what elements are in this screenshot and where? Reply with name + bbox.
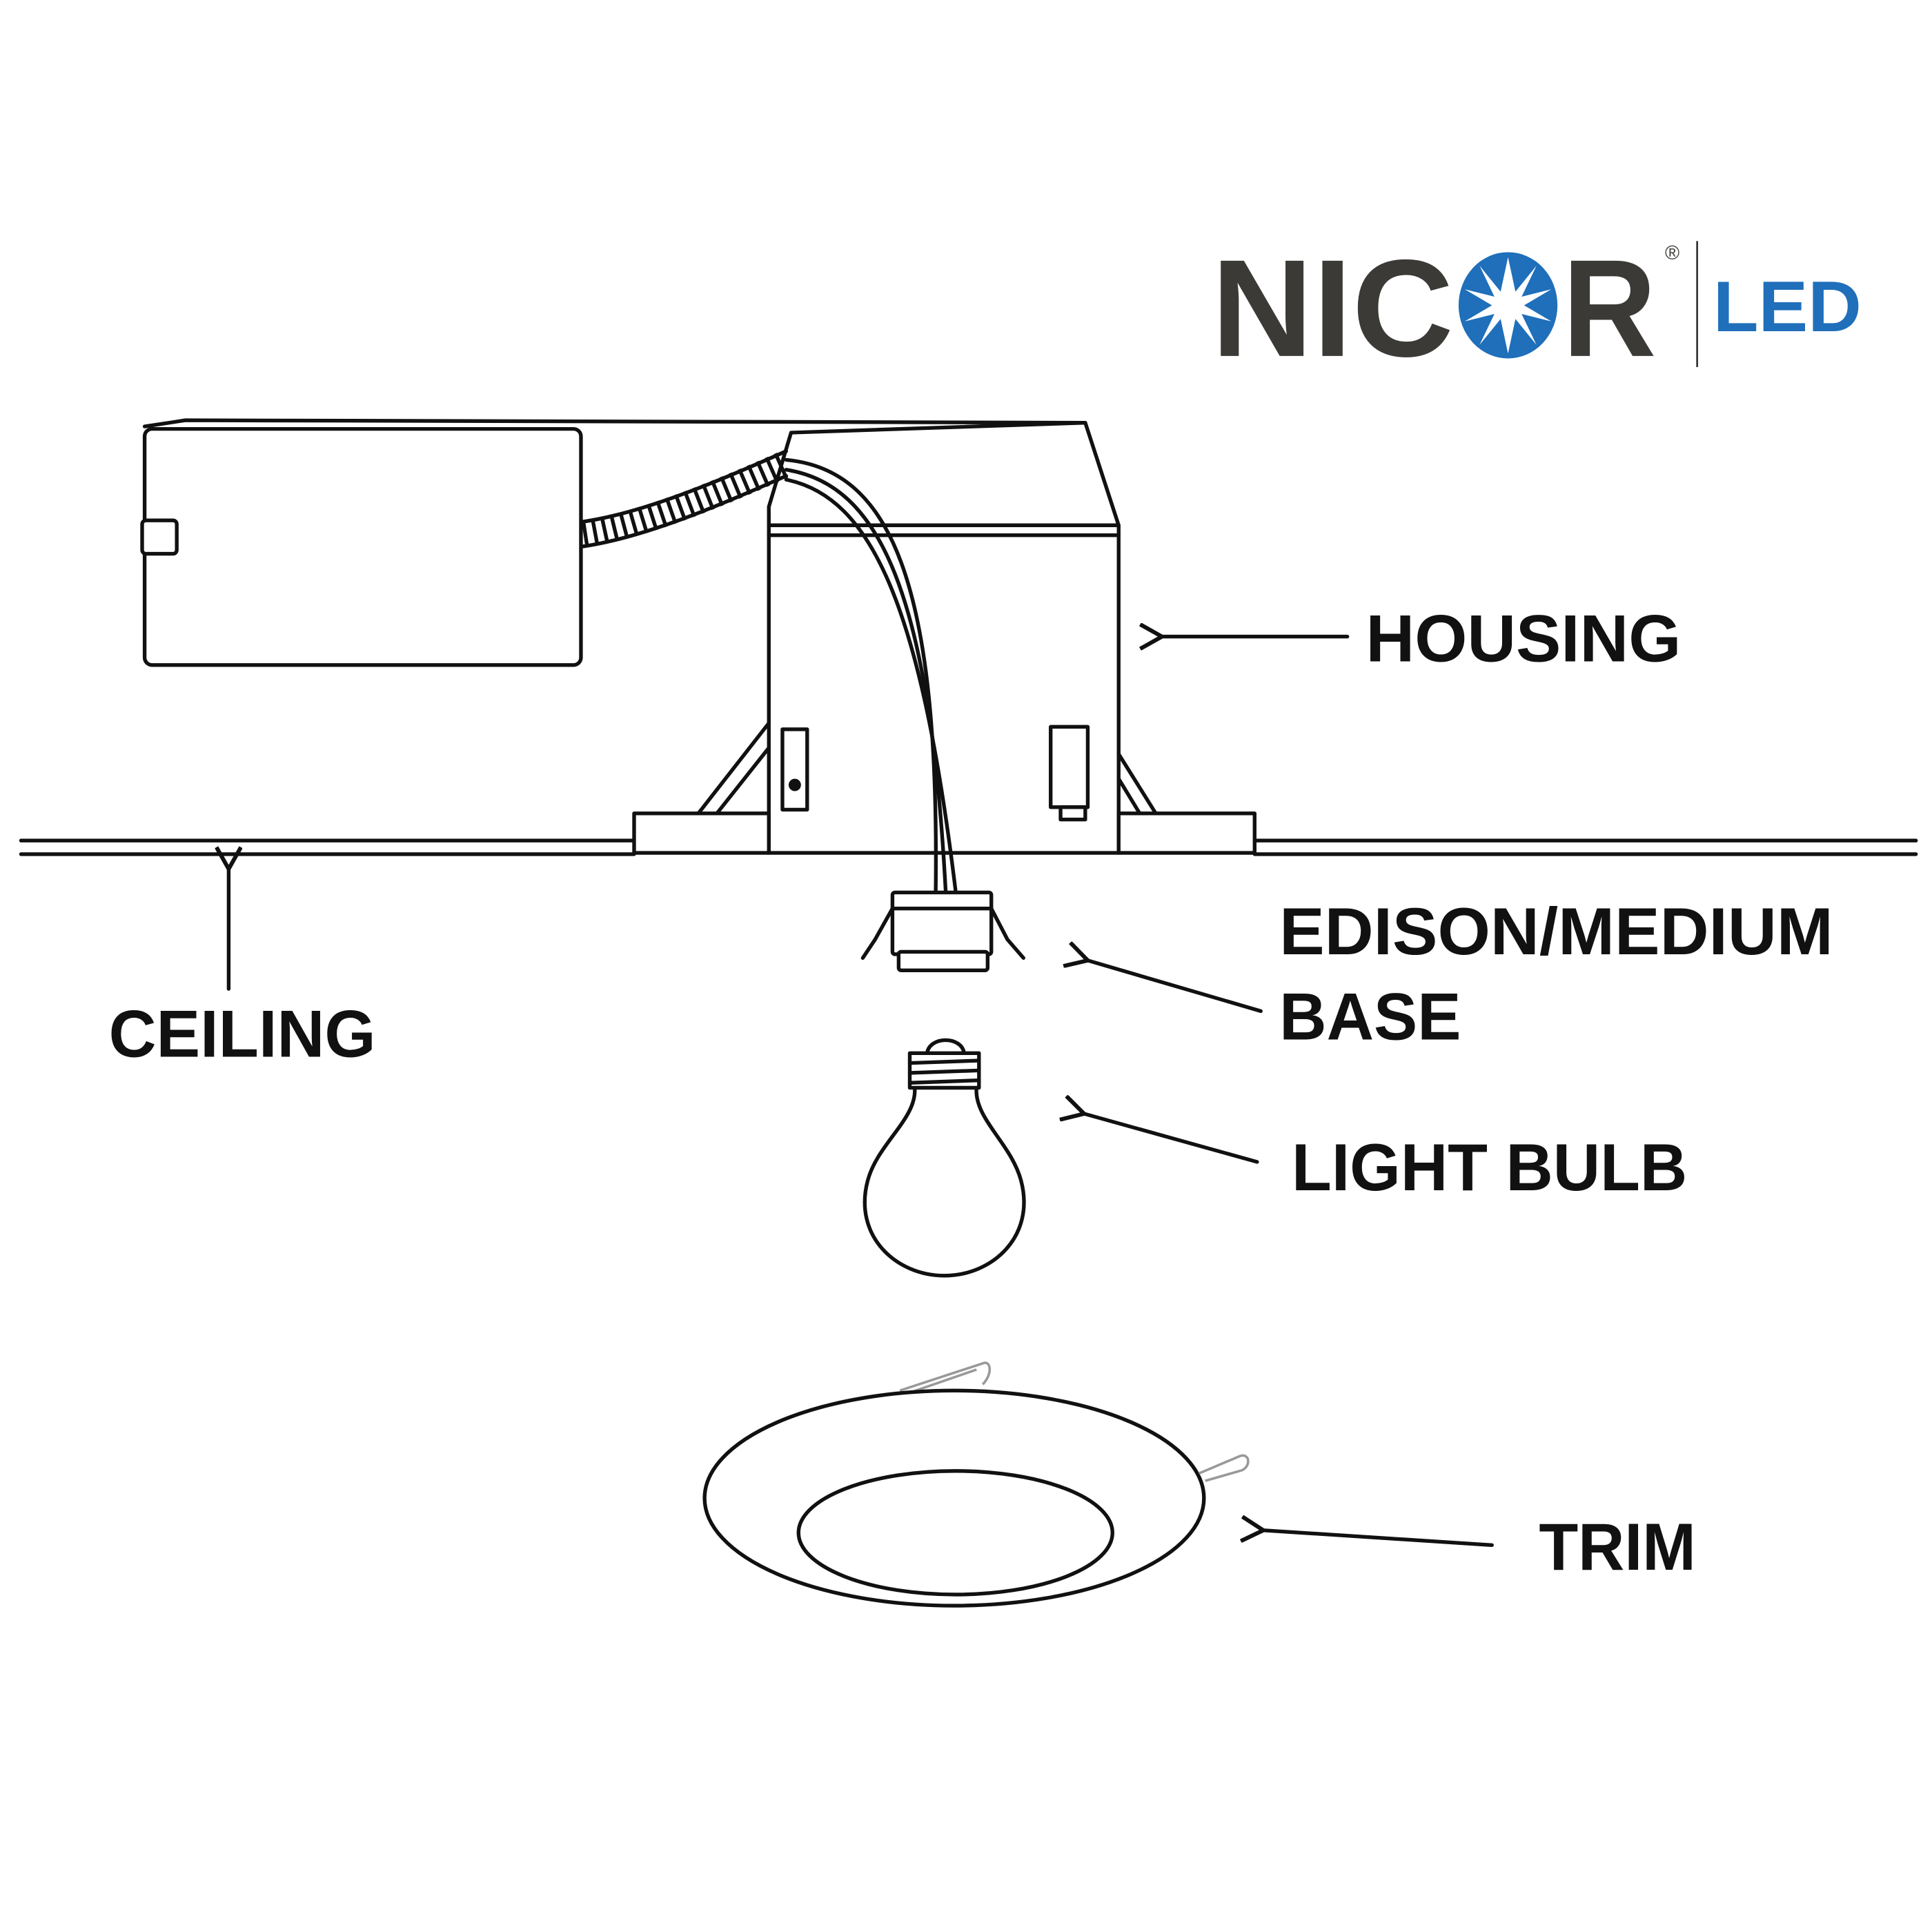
logo-brand-prefix: NIC <box>1212 230 1454 386</box>
ceiling-label: CEILING <box>109 997 376 1072</box>
logo-starburst-icon <box>1458 252 1558 359</box>
base-arrow <box>1087 960 1263 1014</box>
bulb-arrow <box>1084 1114 1259 1164</box>
light-bulb <box>862 1038 1026 1278</box>
trim <box>702 1361 1250 1608</box>
light-bulb-label: LIGHT BULB <box>1292 1130 1687 1205</box>
base-label-line1: EDISON/MEDIUM <box>1279 894 1833 969</box>
registered-mark: ® <box>1665 242 1679 264</box>
trim-arrow <box>1263 1530 1494 1547</box>
housing <box>140 418 1256 892</box>
housing-label: HOUSING <box>1366 601 1682 676</box>
nicor-led-logo: NIC R ® LED <box>1212 230 1862 386</box>
junction-box <box>142 426 583 667</box>
junction-box-tab <box>140 518 179 556</box>
ceiling <box>19 838 1918 856</box>
edison-socket <box>860 890 1025 972</box>
base-label-line2: BASE <box>1279 980 1461 1054</box>
logo-product-line: LED <box>1713 267 1862 347</box>
logo-brand-suffix: R <box>1562 230 1656 386</box>
trim-label: TRIM <box>1539 1510 1696 1584</box>
